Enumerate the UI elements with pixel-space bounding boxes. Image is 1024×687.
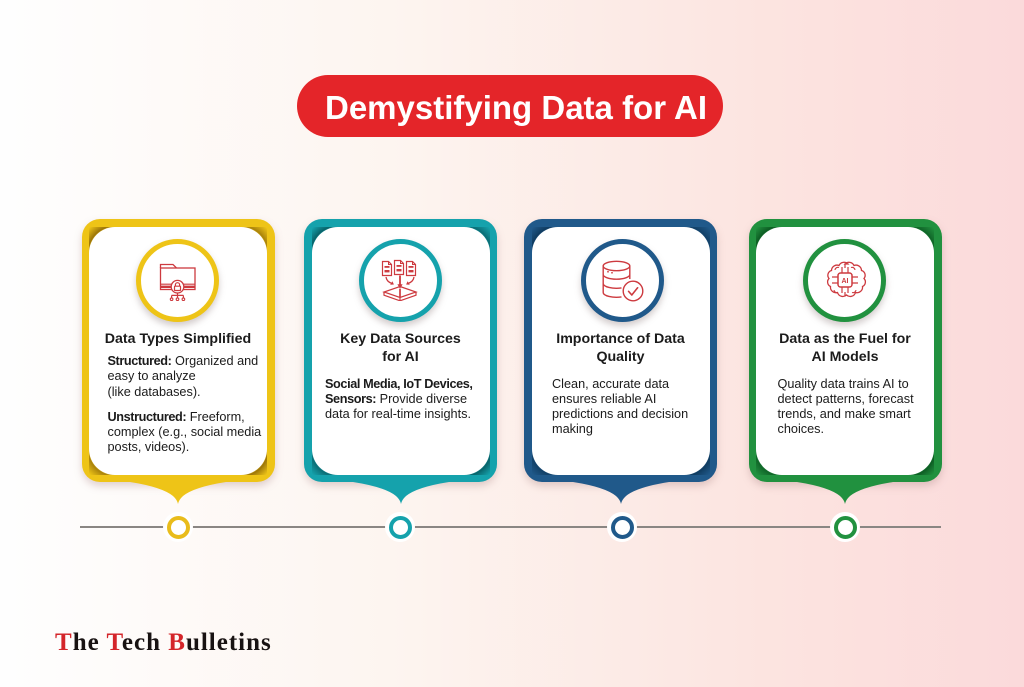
svg-text:AI: AI [841, 278, 848, 285]
